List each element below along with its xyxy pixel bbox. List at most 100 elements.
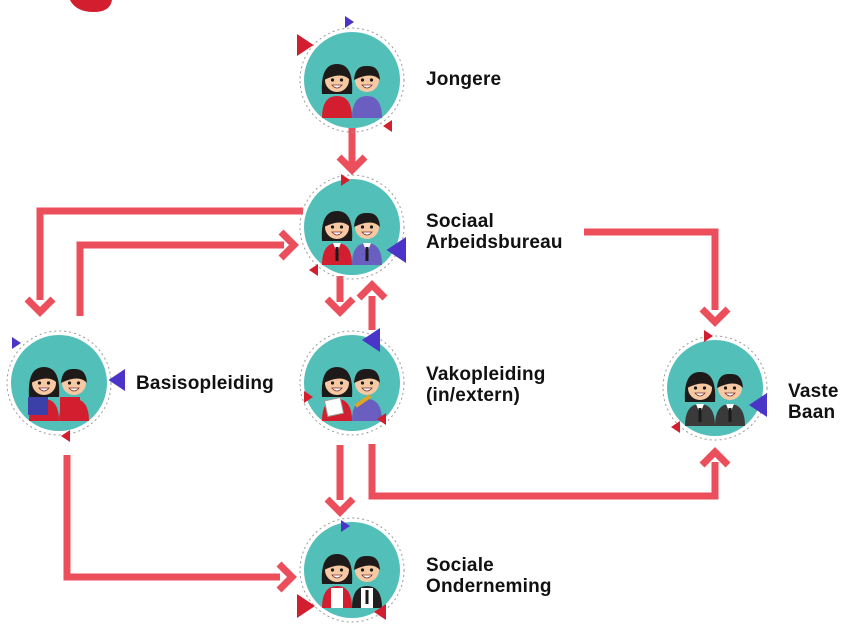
edge-line [63, 455, 280, 581]
hair [717, 373, 743, 388]
node-ring [299, 27, 405, 133]
cropped-heading-fragment [70, 0, 112, 12]
female-figure-icon [321, 211, 353, 265]
male-figure-icon [352, 212, 382, 265]
eye [330, 225, 335, 229]
node-label-basisopleiding: Basisopleiding [136, 373, 274, 394]
smile [331, 574, 343, 579]
node-label-line: Vaste [788, 381, 839, 402]
eye [330, 381, 335, 385]
arrowhead [278, 229, 299, 261]
smile [361, 387, 373, 392]
picture-icon [323, 396, 345, 418]
smile [331, 387, 343, 392]
shirt-front [331, 588, 343, 608]
eye [723, 386, 728, 390]
edge-jongere-to-sociaal-arbeidsbureau [336, 128, 368, 175]
node-label-vaste-baan: Vaste Baan [788, 381, 839, 423]
decorative-triangle-icon [341, 520, 350, 532]
eye [46, 381, 51, 385]
node-label-line: Sociale [426, 555, 494, 576]
book-icon [28, 397, 48, 415]
eye [369, 225, 374, 229]
arrowhead [324, 496, 356, 517]
decorative-triangle-icon [341, 174, 350, 186]
male-figure-icon [715, 373, 745, 426]
edge-sociaal-arbeidsbureau-to-vakopleiding [324, 276, 356, 317]
node-jongere [299, 27, 405, 133]
decorative-triangle-icon [386, 237, 406, 263]
edge-line [368, 444, 719, 500]
smile [331, 84, 343, 89]
eye [339, 381, 344, 385]
edge-sociaal-arbeidsbureau-to-vaste-baan [584, 228, 731, 327]
arrowhead [324, 296, 356, 317]
hair [61, 368, 87, 383]
wrench-icon [354, 394, 372, 408]
tie [365, 590, 369, 604]
node-circle [304, 522, 400, 618]
smile [331, 231, 343, 236]
decorative-triangle-icon [297, 594, 315, 618]
decorative-triangle-icon [297, 34, 314, 56]
arrowhead [276, 561, 297, 593]
hair [31, 368, 57, 383]
node-label-line: Baan [788, 402, 836, 423]
node-label-sociale-onderneming: Sociale Onderneming [426, 555, 552, 597]
smile [724, 392, 736, 397]
arrowhead [24, 296, 56, 317]
node-vakopleiding [299, 330, 405, 436]
node-circle [304, 179, 400, 275]
node-label-sociaal-arbeidsbureau: Sociaal Arbeidsbureau [426, 211, 563, 253]
node-label-jongere: Jongere [426, 69, 501, 90]
smile [361, 574, 373, 579]
node-ring [299, 174, 405, 280]
node-label-line: (in/extern) [426, 385, 521, 406]
hair [354, 212, 380, 227]
female-figure-icon [684, 372, 716, 426]
arrowhead [356, 280, 388, 301]
female-figure-icon [321, 554, 353, 608]
node-sociaal-arbeidsbureau [299, 174, 405, 280]
eye [732, 386, 737, 390]
smile [361, 231, 373, 236]
node-circle [667, 340, 763, 436]
decorative-triangle-icon [671, 421, 680, 433]
decorative-triangle-icon [704, 330, 713, 342]
eye [360, 568, 365, 572]
node-label-line: Vakopleiding [426, 364, 546, 385]
torso [322, 96, 352, 118]
hair [354, 368, 380, 383]
node-circle [304, 32, 400, 128]
eye [360, 381, 365, 385]
edge-line [584, 228, 719, 310]
node-basisopleiding [6, 330, 112, 436]
eye [369, 381, 374, 385]
eye [37, 381, 42, 385]
decorative-triangle-icon [362, 328, 380, 352]
node-label-vakopleiding: Vakopleiding (in/extern) [426, 364, 546, 406]
decorative-triangle-icon [374, 604, 386, 620]
node-circle [11, 335, 107, 431]
edge-sociaal-arbeidsbureau-to-basisopleiding [24, 207, 303, 317]
eye [339, 225, 344, 229]
arrowhead [336, 154, 368, 175]
decorative-triangle-icon [309, 264, 318, 276]
hair [324, 368, 350, 383]
eye [330, 568, 335, 572]
tie [728, 408, 732, 422]
smile [68, 387, 80, 392]
node-ring [6, 330, 112, 436]
eye [360, 225, 365, 229]
node-label-line: Jongere [426, 69, 502, 90]
book-icon [60, 397, 80, 415]
eye [339, 568, 344, 572]
smile [694, 392, 706, 397]
decorative-triangle-icon [345, 16, 354, 28]
torso [352, 96, 382, 118]
eye [339, 78, 344, 82]
eye [702, 386, 707, 390]
hair [324, 555, 350, 570]
eye [67, 381, 72, 385]
